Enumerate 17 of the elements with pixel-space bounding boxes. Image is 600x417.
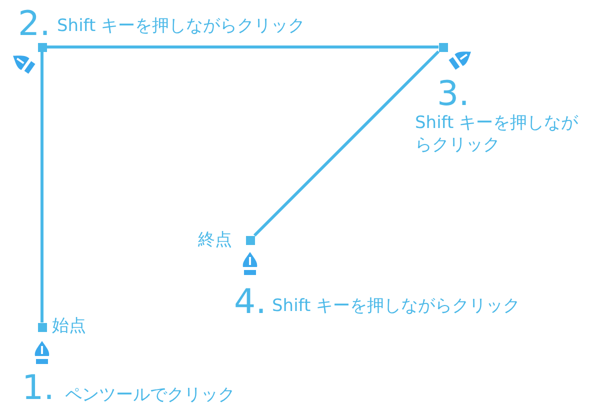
step-number: 3. bbox=[437, 75, 470, 113]
annotation-text: Shift キーを押しながらクリック bbox=[272, 295, 520, 317]
step-number: 4. bbox=[234, 283, 266, 321]
anchor-point bbox=[38, 42, 46, 52]
path-segment bbox=[46, 46, 438, 48]
annotation-text: Shift キーを押しながらクリック bbox=[57, 15, 306, 37]
step-number: 2. bbox=[18, 5, 50, 43]
annotation-text: Shift キーを押しながらクリック bbox=[415, 112, 580, 156]
annotation-text: 終点 bbox=[198, 229, 232, 251]
anchor-point bbox=[246, 236, 254, 244]
path-segment bbox=[40, 52, 44, 322]
anchor-point bbox=[438, 42, 448, 52]
step-number: 1. bbox=[22, 369, 54, 407]
path-segment bbox=[253, 50, 440, 237]
annotation-text: ペンツールでクリック bbox=[65, 384, 235, 406]
anchor-point bbox=[38, 322, 46, 332]
annotation-text: 始点 bbox=[52, 315, 86, 337]
